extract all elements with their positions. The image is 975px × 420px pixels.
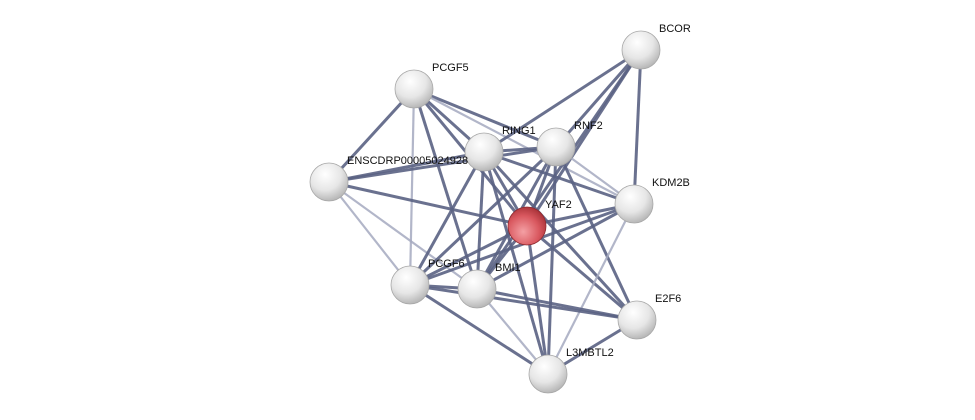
node-pcgf5[interactable]: PCGF5 [394, 62, 469, 109]
edge-pcgf6-l3mbtl2[interactable] [409, 283, 549, 376]
edge-ring1-pcgf6[interactable] [408, 151, 486, 286]
node-label: BCOR [659, 23, 691, 35]
node-kdm2b[interactable]: KDM2B [614, 177, 690, 224]
node-label: RING1 [502, 125, 536, 137]
edge-yaf2-e2f6[interactable] [526, 224, 638, 322]
node-sphere[interactable] [390, 265, 430, 305]
node-label: YAF2 [545, 199, 572, 211]
edge-pcgf5-kdm2b[interactable] [413, 88, 635, 205]
edge-kdm2b-l3mbtl2[interactable] [547, 203, 635, 375]
edge-ring1-l3mbtl2[interactable] [482, 151, 550, 375]
node-rnf2[interactable]: RNF2 [536, 120, 603, 167]
edge-rnf2-pcgf6[interactable] [408, 145, 558, 287]
node-l3mbtl2[interactable]: L3MBTL2 [528, 347, 614, 394]
node-label: BMI1 [495, 262, 521, 274]
node-yaf2[interactable]: YAF2 [507, 199, 572, 246]
edge-ring1-e2f6[interactable] [482, 150, 639, 322]
node-label: L3MBTL2 [566, 347, 614, 359]
edge-yaf2-pcgf6[interactable] [409, 224, 528, 287]
edge-bcor-ring1[interactable] [483, 48, 642, 154]
node-sphere[interactable] [394, 69, 434, 109]
edge-pcgf5-pcgf6[interactable] [408, 88, 416, 286]
node-e2f6[interactable]: E2F6 [617, 293, 681, 340]
edge-ens-pcgf6[interactable] [328, 181, 411, 286]
edge-kdm2b-bmi1[interactable] [476, 202, 635, 291]
query-node-sphere[interactable] [507, 206, 547, 246]
edge-pcgf5-rnf2[interactable] [413, 87, 557, 149]
node-sphere[interactable] [309, 162, 349, 202]
node-sphere[interactable] [617, 300, 657, 340]
edge-bmi1-e2f6[interactable] [476, 287, 638, 322]
node-ring1[interactable]: RING1 [464, 125, 536, 172]
edge-bcor-rnf2[interactable] [554, 49, 643, 148]
edge-ens-rnf2[interactable] [328, 145, 557, 184]
node-label: RNF2 [574, 120, 603, 132]
edge-bcor-bmi1[interactable] [475, 49, 643, 290]
node-sphere[interactable] [536, 127, 576, 167]
node-pcgf6[interactable]: PCGF6 [390, 258, 465, 305]
node-sphere[interactable] [457, 269, 497, 309]
node-sphere[interactable] [621, 30, 661, 70]
edges-layer [327, 48, 643, 376]
node-label: PCGF5 [432, 62, 469, 74]
node-sphere[interactable] [528, 354, 568, 394]
edge-bcor-kdm2b[interactable] [632, 49, 643, 205]
node-bmi1[interactable]: BMI1 [457, 262, 521, 309]
edge-rnf2-e2f6[interactable] [554, 146, 639, 321]
node-label: KDM2B [652, 177, 690, 189]
node-label: E2F6 [655, 293, 681, 305]
edge-ring1-kdm2b[interactable] [483, 150, 635, 206]
edge-pcgf5-ens[interactable] [327, 87, 416, 184]
node-label: PCGF6 [428, 258, 465, 270]
edge-ens-yaf2[interactable] [328, 180, 528, 228]
node-sphere[interactable] [614, 184, 654, 224]
node-ens[interactable]: ENSCDRP00005024928 [309, 155, 468, 202]
node-label: ENSCDRP00005024928 [347, 155, 468, 167]
edge-ring1-bmi1[interactable] [475, 151, 486, 290]
node-bcor[interactable]: BCOR [621, 23, 691, 70]
edge-rnf2-l3mbtl2[interactable] [546, 146, 558, 375]
node-sphere[interactable] [464, 132, 504, 172]
